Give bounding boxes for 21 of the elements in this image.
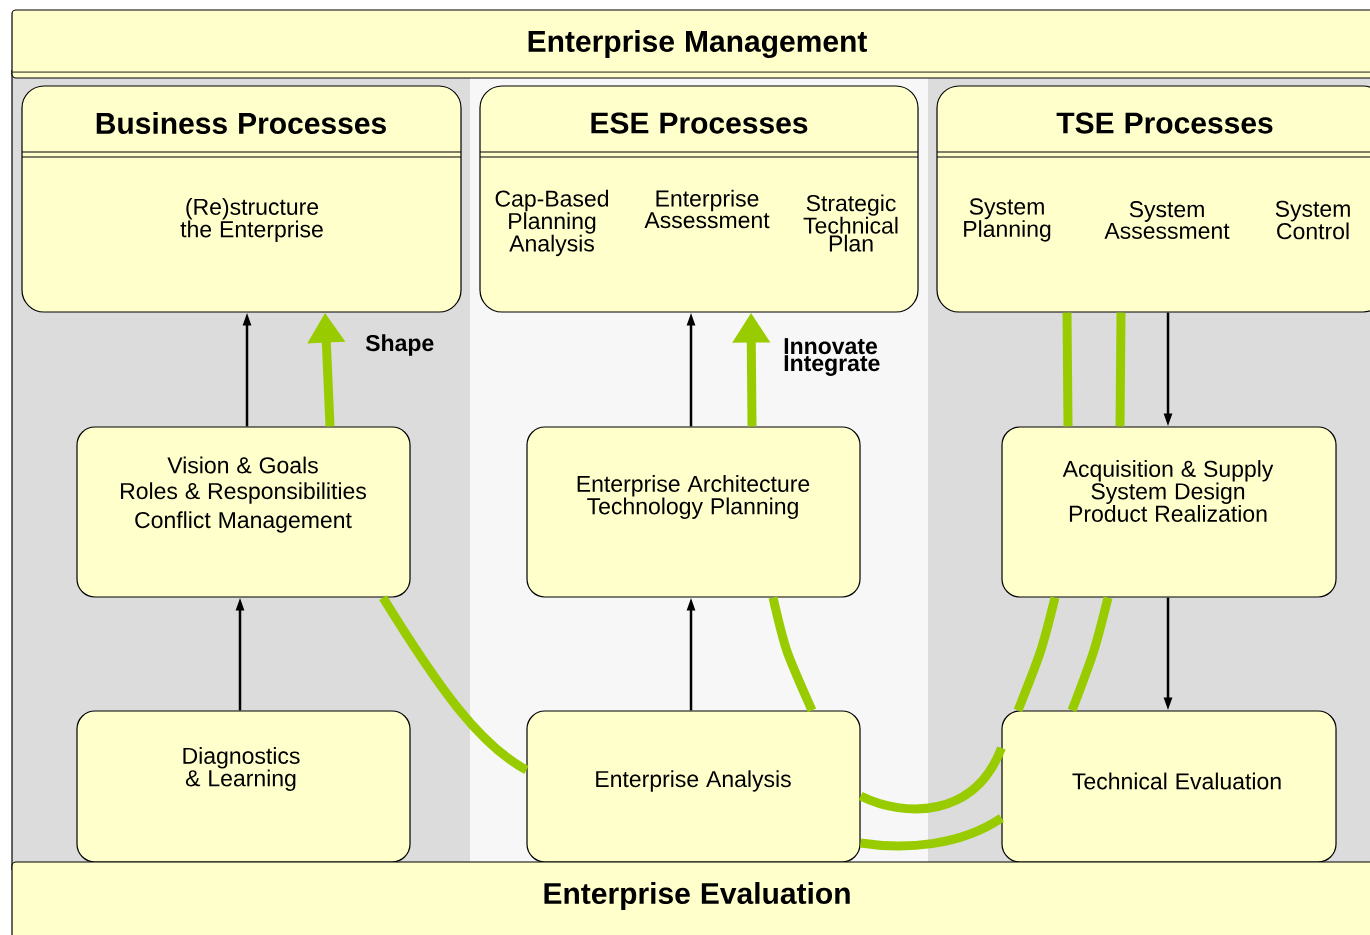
connector-line: [1013, 596, 1060, 713]
connector-line: [1115, 312, 1126, 427]
connector-line: [858, 746, 1006, 814]
process-box: Vision & Goals Roles & Responsibilities Conflict Management: [76, 426, 411, 598]
process-panel: TSE Processes System Planning System Assessment System Control: [936, 85, 1370, 313]
process-box: Diagnostics & Learning: [76, 710, 411, 863]
process-panel: Business Processes (Re)structure the Enterprise: [21, 85, 462, 313]
connector-line: [860, 814, 1004, 851]
edge-label: Innovate Integrate: [784, 338, 880, 376]
connector-line: [1062, 312, 1073, 427]
connector-line: [768, 596, 817, 713]
connector-line: [379, 595, 529, 774]
process-box: Enterprise Architecture Technology Planning: [526, 426, 861, 598]
process-box: Technical Evaluation: [1001, 710, 1337, 863]
process-box: Enterprise Analysis: [526, 710, 861, 863]
connector-line: [1067, 596, 1113, 712]
title-band: Enterprise Evaluation: [11, 861, 1370, 935]
process-box: Acquisition & Supply System Design Product Realization: [1001, 426, 1337, 598]
edge-label: Shape: [365, 334, 434, 356]
process-panel: ESE Processes Cap-Based Planning Analysis Enterprise Assessment Strategic Technical Plan: [479, 85, 919, 313]
title-band: Enterprise Management: [11, 9, 1370, 79]
